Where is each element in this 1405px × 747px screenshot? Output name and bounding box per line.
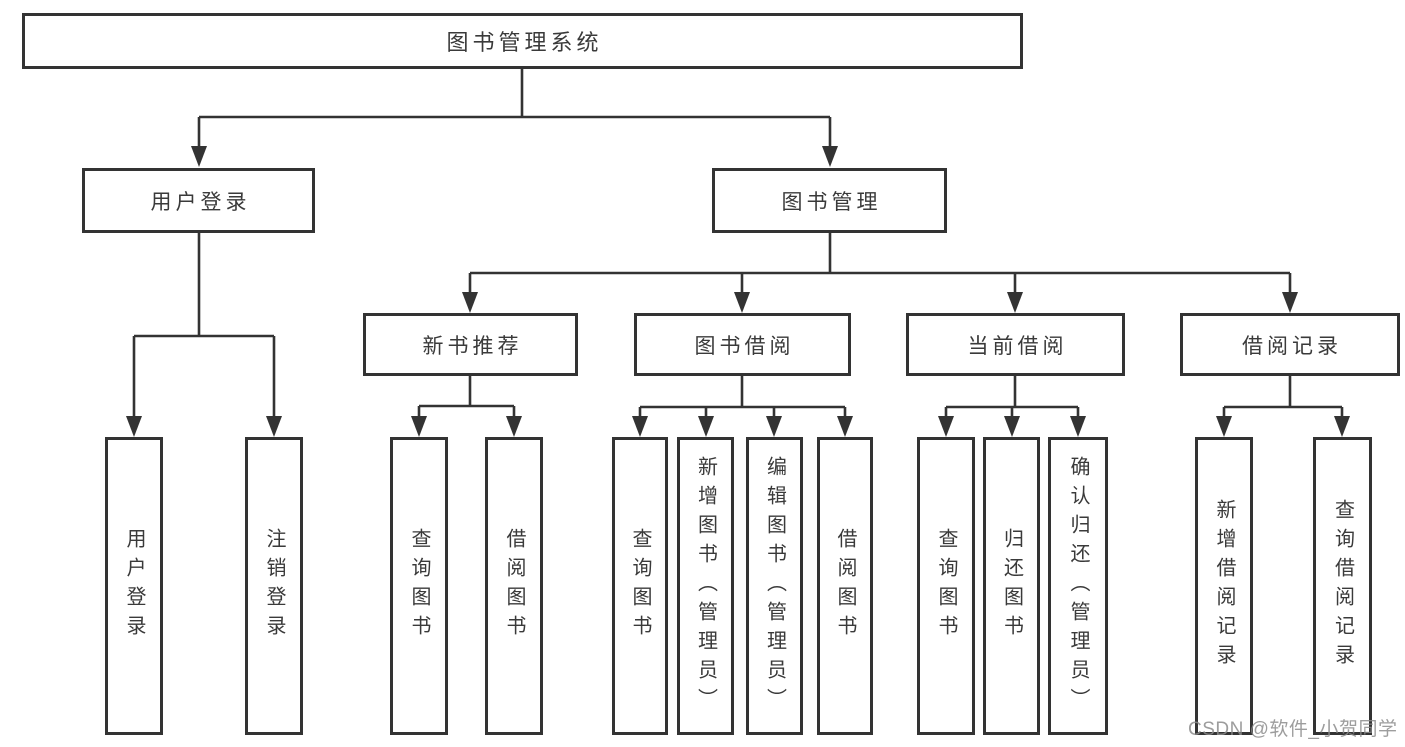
arrowhead [191,146,207,167]
arrowhead [938,416,954,437]
leaf-query-books-current: 查询图书 [917,437,975,735]
leaf-confirm-return-admin: 确认归还（管理员） [1048,437,1108,735]
leaf-query-books-recommend: 查询图书 [390,437,448,735]
arrowhead [1007,292,1023,313]
arrowhead [632,416,648,437]
node-book-management: 图书管理 [712,168,947,233]
leaf-query-borrow-record: 查询借阅记录 [1313,437,1372,735]
leaf-add-borrow-record: 新增借阅记录 [1195,437,1253,735]
leaf-edit-book-admin: 编辑图书（管理员） [746,437,803,735]
node-new-book-recommend: 新书推荐 [363,313,578,376]
arrowhead [266,416,282,437]
arrowhead [698,416,714,437]
arrowhead [1070,416,1086,437]
arrowhead [462,292,478,313]
arrowhead [1004,416,1020,437]
arrowhead [1216,416,1232,437]
leaf-user-login: 用户登录 [105,437,163,735]
leaf-borrow-books-recommend: 借阅图书 [485,437,543,735]
node-library-system: 图书管理系统 [22,13,1023,69]
arrowhead [506,416,522,437]
arrowhead [734,292,750,313]
csdn-watermark: CSDN @软件_小贺同学 [1188,719,1398,740]
arrowhead [837,416,853,437]
node-user-login: 用户登录 [82,168,315,233]
arrowhead [766,416,782,437]
arrowhead [411,416,427,437]
leaf-logout: 注销登录 [245,437,303,735]
arrowhead [126,416,142,437]
arrowhead [1334,416,1350,437]
leaf-borrow-books-borrowing: 借阅图书 [817,437,873,735]
node-current-borrowing: 当前借阅 [906,313,1125,376]
leaf-add-book-admin: 新增图书（管理员） [677,437,734,735]
arrowhead [1282,292,1298,313]
node-borrowing-records: 借阅记录 [1180,313,1400,376]
leaf-query-books-borrowing: 查询图书 [612,437,668,735]
node-book-borrowing: 图书借阅 [634,313,851,376]
arrowhead [822,146,838,167]
leaf-return-book: 归还图书 [983,437,1040,735]
